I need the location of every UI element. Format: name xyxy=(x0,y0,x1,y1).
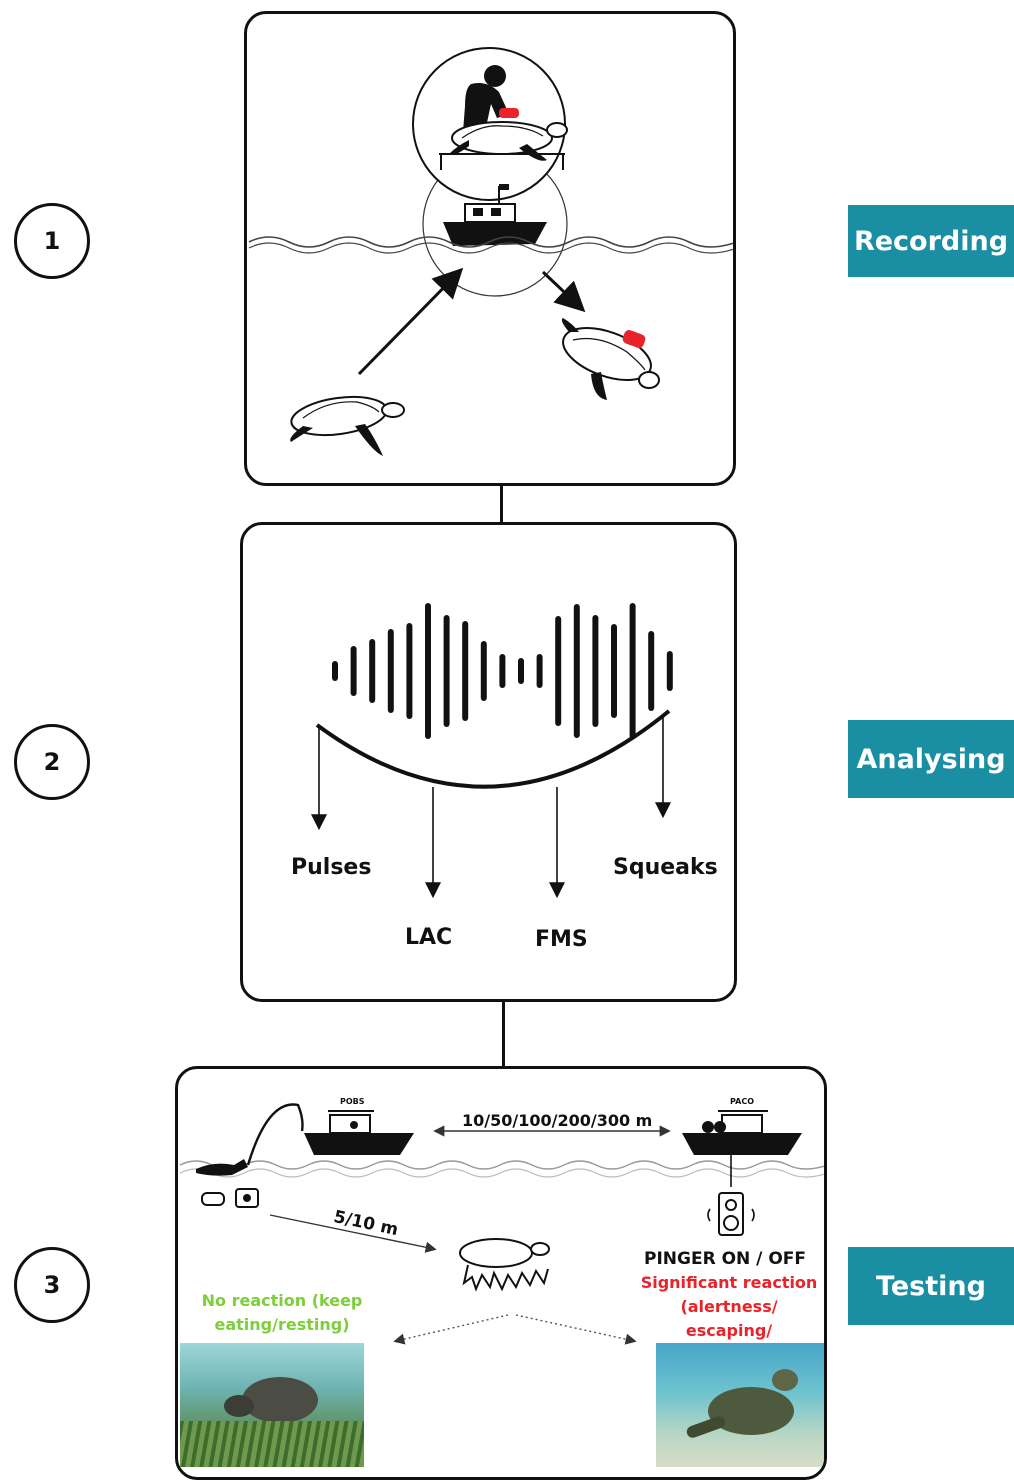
waveform-bar xyxy=(592,615,599,727)
testing-illustration xyxy=(179,1103,824,1345)
sound-wave-diagram xyxy=(311,603,673,899)
waveform-bars xyxy=(332,603,673,739)
no-reaction-arrow xyxy=(393,1314,509,1345)
wild-turtle-icon xyxy=(290,395,405,456)
researcher-icon xyxy=(463,65,519,132)
testing-panel: POBS PACO 10/50/100/200/300 m 5/10 m PIN… xyxy=(175,1066,827,1480)
waveform-bar xyxy=(332,661,338,681)
step-1-number: 1 xyxy=(14,203,90,279)
waveform-bar xyxy=(369,639,376,703)
sea-waves-testing xyxy=(179,1160,824,1170)
waveform-bar xyxy=(536,654,543,688)
testing-tag: Testing xyxy=(848,1247,1014,1325)
recording-illustration xyxy=(248,47,733,456)
waveform-bar xyxy=(443,615,450,727)
waveform-bar xyxy=(406,623,413,719)
label-pulses: Pulses xyxy=(291,855,372,880)
waveform-bar xyxy=(499,654,506,688)
diver-icon xyxy=(196,1103,304,1176)
step-2-number: 2 xyxy=(14,724,90,800)
no-reaction-label: No reaction (keep eating/resting) xyxy=(201,1291,363,1334)
recording-panel xyxy=(244,11,736,486)
waveform-bar xyxy=(425,603,431,739)
waveform-bar xyxy=(648,631,655,711)
boat-icon xyxy=(443,184,547,246)
waveform-bar xyxy=(350,646,357,696)
connector-1-2 xyxy=(500,484,503,524)
distance-boats-label: 10/50/100/200/300 m xyxy=(462,1111,653,1130)
paco-label: PACO xyxy=(730,1097,754,1106)
reaction-arrow xyxy=(515,1314,637,1345)
waveform-bar xyxy=(666,651,673,691)
label-lac: LAC xyxy=(405,925,453,950)
analysing-panel: Pulses LAC FMS Squeaks xyxy=(240,522,737,1002)
waveform-bar xyxy=(518,658,524,684)
waveform-bar xyxy=(573,604,580,738)
waveform-bar xyxy=(387,629,394,713)
step-3-number: 3 xyxy=(14,1247,90,1323)
waveform-bowl xyxy=(315,709,671,789)
photo-turtle-eating xyxy=(180,1343,364,1467)
pobs-boat-icon xyxy=(304,1110,414,1155)
sea-waves xyxy=(248,236,733,248)
pobs-label: POBS xyxy=(340,1097,365,1106)
pinger-label: PINGER ON / OFF xyxy=(644,1249,806,1269)
release-arrow xyxy=(541,270,586,313)
feeding-turtle-icon xyxy=(459,1238,550,1292)
label-squeaks: Squeaks xyxy=(613,855,718,880)
capture-arrow xyxy=(357,267,464,376)
distance-turtle-arrow xyxy=(269,1214,437,1253)
recording-tag: Recording xyxy=(848,205,1014,277)
mask-camera-icon xyxy=(201,1188,259,1208)
connector-2-3 xyxy=(502,1000,505,1068)
analysing-tag: Analysing xyxy=(848,720,1014,798)
waveform-bar xyxy=(629,603,636,739)
waveform-bar xyxy=(611,624,617,718)
label-fms: FMS xyxy=(535,927,588,952)
tagged-turtle-icon xyxy=(561,318,660,400)
paco-boat-icon xyxy=(682,1110,802,1155)
waveform-bar xyxy=(555,616,562,726)
waveform-bar xyxy=(462,621,469,721)
pinger-speaker-icon xyxy=(707,1192,755,1236)
turtle-on-table-icon xyxy=(439,121,568,170)
waveform-bar xyxy=(480,641,487,701)
photo-turtle-reacting xyxy=(656,1343,824,1467)
